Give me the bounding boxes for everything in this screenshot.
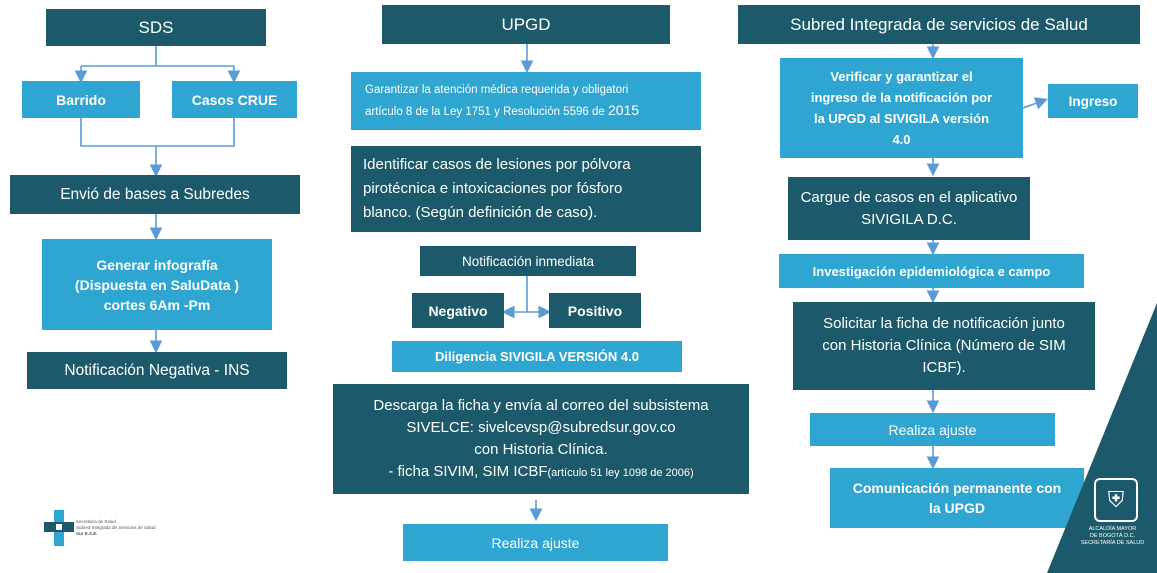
infografia-box: Generar infografía (Dispuesta en SaluDat… [42,239,272,330]
barrido-box: Barrido [22,81,140,118]
upgd-realiza-ajuste-box: Realiza ajuste [403,524,668,561]
descarga-box: Descarga la ficha y envía al correo del … [333,384,749,494]
verificar-box: Verificar y garantizar el ingreso de la … [780,58,1023,158]
subred-realiza-ajuste-box: Realiza ajuste [810,413,1055,446]
alcaldia-logo-text: ALCALDÍA MAYOR DE BOGOTÁ D.C. SECRETARÍA… [1080,526,1145,546]
ingreso-box: Ingreso [1048,84,1138,118]
subred-logo-icon [44,510,74,546]
subred-header: Subred Integrada de servicios de Salud [738,5,1140,44]
solicitar-box: Solicitar la ficha de notificación junto… [793,302,1095,390]
sds-header: SDS [46,9,266,46]
notificacion-negativa-box: Notificación Negativa - INS [27,352,287,389]
cargue-box: Cargue de casos en el aplicativo SIVIGIL… [788,177,1030,240]
bogota-seal-icon: ⛨ [1094,478,1138,522]
investigacion-box: Investigación epidemiológica e campo [779,254,1084,288]
envio-bases-box: Envió de bases a Subredes [10,175,300,214]
positivo-box: Positivo [549,293,641,328]
comunicacion-box: Comunicación permanente con la UPGD [830,468,1084,528]
diligencia-box: Diligencia SIVIGILA VERSIÓN 4.0 [392,341,682,372]
negativo-box: Negativo [412,293,504,328]
subred-logo-text: Secretaría de Salud Subred Integrada de … [76,519,156,536]
casos-crue-box: Casos CRUE [172,81,297,118]
upgd-header: UPGD [382,5,670,44]
notificacion-inmediata-box: Notificación inmediata [420,246,636,276]
garantizar-box: Garantizar la atención médica requerida … [351,72,701,130]
identificar-box: Identificar casos de lesiones por pólvor… [351,146,701,232]
